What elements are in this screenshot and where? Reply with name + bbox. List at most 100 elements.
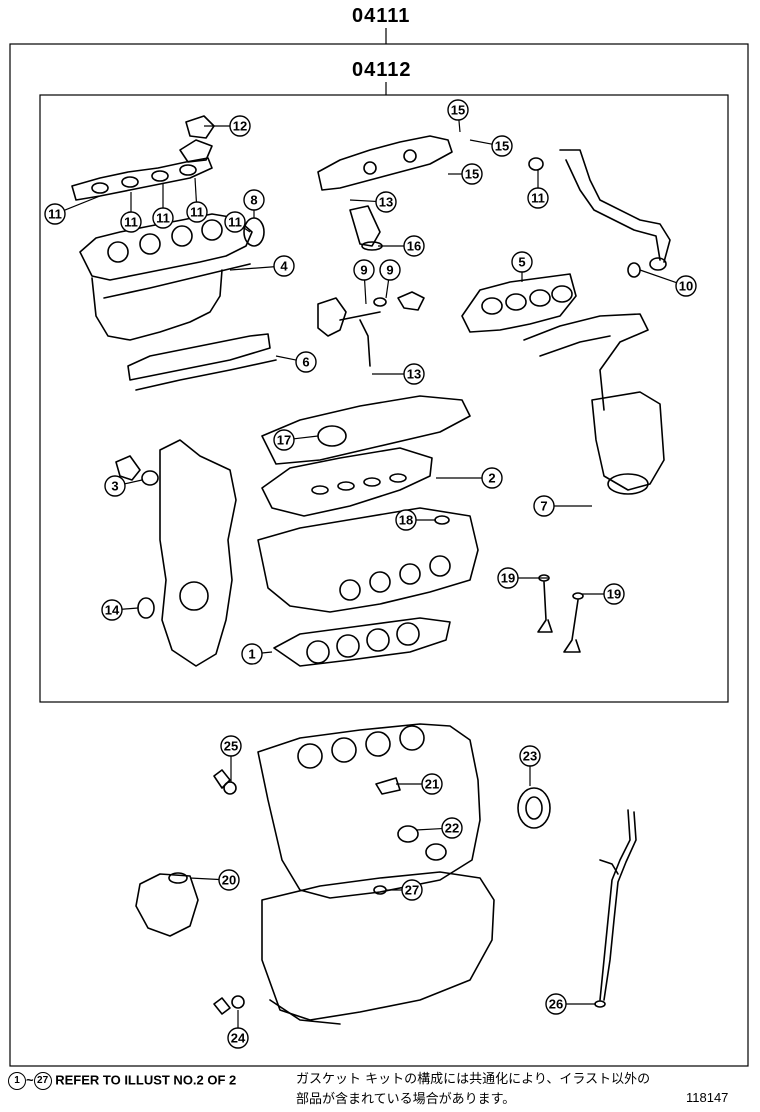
callout-circle [101,599,123,621]
callout-circle [353,259,375,281]
callout-number: 13 [407,367,421,382]
callout-3: 3 [104,475,143,497]
callout-number: 23 [523,749,537,764]
range-start-callout: 1 [8,1072,26,1090]
callout-number: 11 [190,205,204,220]
callout-9: 9 [353,259,375,305]
callout-19: 19 [497,567,548,589]
callout-circle [218,869,240,891]
callout-circle [545,993,567,1015]
leader-line [385,279,390,299]
callout-number: 11 [156,211,170,226]
callout-12: 12 [204,115,251,137]
callout-circle [519,745,541,767]
exhaust-gasket-drawing [461,273,577,333]
callout-5: 5 [511,251,533,282]
leader-line [194,177,198,203]
callout-circle [273,429,295,451]
japanese-note-line-1: ガスケット キットの構成には共通化により、イラスト以外の [296,1072,651,1087]
callout-number: 26 [549,997,563,1012]
timing-cover-drawing [115,439,237,667]
leader-line [293,435,319,440]
callout-number: 25 [224,739,238,754]
callout-8: 8 [243,189,265,218]
callout-number: 15 [451,103,465,118]
callout-number: 16 [407,239,421,254]
valve-drawing [537,574,584,653]
o-ring-drawing [243,217,265,247]
callout-number: 18 [399,513,413,528]
leader-line [275,355,297,361]
leader-line [121,607,139,610]
callout-15: 15 [469,135,513,157]
callout-number: 6 [302,355,309,370]
callout-number: 22 [445,821,459,836]
callout-number: 11 [124,215,138,230]
callout-13: 13 [349,191,397,213]
callout-circle [295,351,317,373]
callout-4: 4 [229,255,295,277]
callout-circle [273,255,295,277]
callout-circle [241,643,263,665]
callout-number: 2 [488,471,495,486]
callout-11: 11 [186,177,208,223]
callout-number: 1 [248,647,255,662]
callout-circle [403,235,425,257]
dipstick-drawing [594,809,637,1008]
callout-22: 22 [415,817,463,839]
callout-number: 15 [495,139,509,154]
callout-16: 16 [378,235,425,257]
callout-circle [227,1027,249,1049]
part-drawings [71,115,671,1025]
outer-group-frame [9,28,749,1067]
leader-line [64,195,101,211]
callout-circle [461,163,483,185]
upper-gasket-drawing [71,115,215,201]
callout-25: 25 [220,735,242,782]
callout-number: 11 [48,207,62,222]
callout-circle [533,495,555,517]
intake-manifold-drawing [79,213,253,341]
callout-circle [447,99,469,121]
callout-24: 24 [227,1010,249,1049]
callout-number: 15 [465,167,479,182]
callout-circle [603,583,625,605]
callout-13: 13 [372,363,425,385]
callout-11: 11 [527,170,549,209]
callout-number: 9 [386,263,393,278]
callout-number: 13 [379,195,393,210]
exhaust-manifold-drawing [523,313,665,495]
callout-18: 18 [395,509,436,531]
leader-line [639,269,677,284]
callout-number: 21 [425,777,439,792]
callout-6: 6 [275,351,317,373]
leader-line [363,279,367,305]
leader-line [469,139,493,145]
callout-circle [120,211,142,233]
callout-number: 11 [228,215,242,230]
callout-number: 14 [105,603,120,618]
callout-27: 27 [386,879,423,901]
callout-9: 9 [379,259,401,299]
leader-line [242,227,251,233]
callout-circle [152,207,174,229]
callout-number: 4 [280,259,288,274]
japanese-note-line-2: 部品が含まれている場合があります。 [296,1092,516,1107]
callout-number: 17 [277,433,291,448]
pipe-drawing [528,149,671,278]
oil-pan-drawing [261,871,495,1025]
callout-circle [224,211,246,233]
callout-circle [229,115,251,137]
callout-1: 1 [241,643,273,665]
range-separator: ~ [26,1072,34,1088]
callout-circle [421,773,443,795]
callout-21: 21 [396,773,443,795]
callout-number: 12 [233,119,247,134]
callout-circle [401,879,423,901]
callout-11: 11 [120,192,142,233]
callout-circle [491,135,513,157]
leader-line [229,266,275,271]
water-pump-drawing [135,872,199,937]
callout-circle [44,203,66,225]
